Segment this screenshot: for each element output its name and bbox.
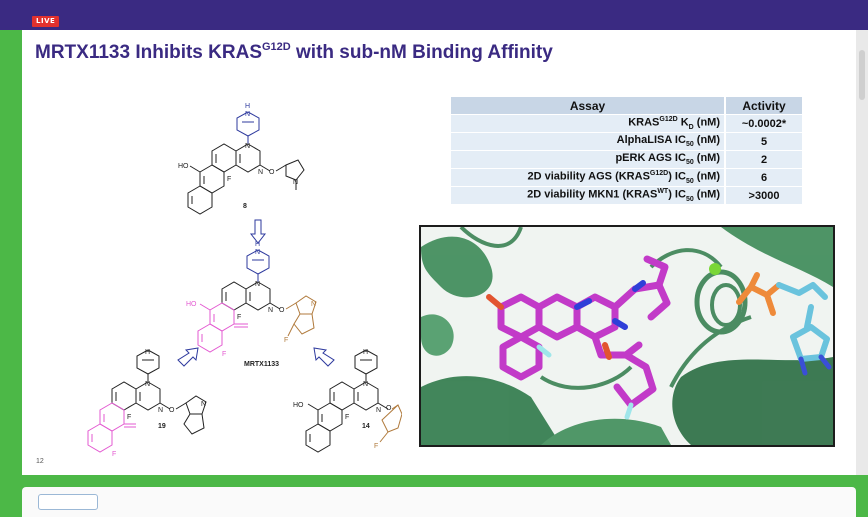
compound-19-label: 19 xyxy=(158,423,166,430)
table-row: 2D viability AGS (KRASG12D) IC50 (nM) 6 xyxy=(451,168,802,187)
atom-label: HO xyxy=(178,163,189,170)
bottom-tab-button[interactable] xyxy=(38,494,98,510)
assay-cell: pERK AGS IC50 (nM) xyxy=(451,150,725,169)
atom-label: F xyxy=(284,337,288,344)
atom-label: N xyxy=(245,143,250,150)
atom-label: N xyxy=(376,407,381,414)
table-header-row: Assay Activity xyxy=(451,97,802,115)
assay-header: Assay xyxy=(451,97,725,115)
atom-label: H xyxy=(145,349,150,356)
assay-cell: 2D viability MKN1 (KRASWT) IC50 (nM) xyxy=(451,186,725,204)
activity-cell: 5 xyxy=(724,132,802,151)
atom-label: N xyxy=(201,401,206,408)
chemical-structures: H N N N F O N HO 8 xyxy=(87,103,402,458)
activity-cell: >3000 xyxy=(724,186,802,204)
assay-table: Assay Activity KRASG12D KD (nM) ~0.0002*… xyxy=(451,97,802,204)
compound-mrtx1133-label: MRTX1133 xyxy=(244,361,279,368)
compound-mrtx1133 xyxy=(197,249,317,353)
atom-label: F xyxy=(345,414,349,421)
down-arrow-icon xyxy=(249,219,267,244)
atom-label: N xyxy=(255,281,260,288)
activity-header: Activity xyxy=(724,97,802,115)
atom-label: F xyxy=(374,443,378,450)
atom-label: F xyxy=(112,451,116,458)
crystal-structure-image xyxy=(419,225,835,447)
atom-label: HO xyxy=(293,402,304,409)
atom-label: F xyxy=(222,351,226,358)
top-bar xyxy=(0,0,868,30)
atom-label: N xyxy=(311,301,316,308)
assay-cell: AlphaLISA IC50 (nM) xyxy=(451,132,725,151)
atom-label: F xyxy=(237,314,241,321)
presentation-slide: MRTX1133 Inhibits KRASG12D with sub-nM B… xyxy=(22,30,856,475)
atom-label: N xyxy=(258,169,263,176)
bottom-panel xyxy=(22,487,856,517)
arrow-right-icon xyxy=(313,347,335,367)
table-row: 2D viability MKN1 (KRASWT) IC50 (nM) >30… xyxy=(451,186,802,204)
compound-19 xyxy=(87,349,207,453)
atom-label: H xyxy=(245,103,250,110)
live-badge: LIVE xyxy=(32,16,60,27)
compound-8-label: 8 xyxy=(243,203,247,210)
assay-cell: 2D viability AGS (KRASG12D) IC50 (nM) xyxy=(451,168,725,187)
table-row: pERK AGS IC50 (nM) 2 xyxy=(451,150,802,169)
compound-14 xyxy=(305,349,402,453)
scrollbar[interactable] xyxy=(856,30,868,475)
atom-label: F xyxy=(127,414,131,421)
table-row: KRASG12D KD (nM) ~0.0002* xyxy=(451,114,802,133)
atom-label: H xyxy=(363,349,368,356)
atom-label: O xyxy=(169,407,175,414)
atom-label: O xyxy=(279,307,285,314)
atom-label: N xyxy=(145,381,150,388)
atom-label: N xyxy=(363,381,368,388)
table-row: AlphaLISA IC50 (nM) 5 xyxy=(451,132,802,151)
assay-cell: KRASG12D KD (nM) xyxy=(451,114,725,133)
scrollbar-thumb[interactable] xyxy=(859,50,865,100)
compound-8 xyxy=(187,111,305,215)
atom-label: HO xyxy=(186,301,197,308)
atom-label: N xyxy=(158,407,163,414)
atom-label: N xyxy=(255,249,260,256)
atom-label: N xyxy=(268,307,273,314)
slide-title: MRTX1133 Inhibits KRASG12D with sub-nM B… xyxy=(35,41,553,63)
atom-label: O xyxy=(269,169,275,176)
protein-ligand-render xyxy=(421,227,833,445)
atom-label: H xyxy=(255,241,260,248)
atom-label: N xyxy=(293,179,298,186)
page-number: 12 xyxy=(36,458,44,465)
activity-cell: 2 xyxy=(724,150,802,169)
activity-cell: ~0.0002* xyxy=(724,114,802,133)
activity-cell: 6 xyxy=(724,168,802,187)
arrow-left-icon xyxy=(177,347,199,367)
atom-label: O xyxy=(386,405,392,412)
atom-label: F xyxy=(227,176,231,183)
compound-14-label: 14 xyxy=(362,423,370,430)
atom-label: N xyxy=(245,111,250,118)
